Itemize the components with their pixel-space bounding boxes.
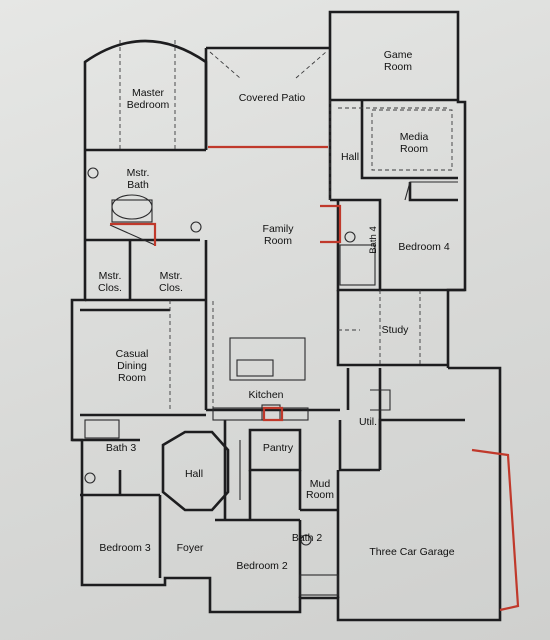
label-bath-2: Bath 2: [292, 532, 323, 544]
label-mstr-bath: Mstr.Bath: [127, 167, 150, 191]
label-pantry: Pantry: [263, 442, 294, 454]
label-bedroom-2: Bedroom 2: [236, 560, 288, 572]
red-markup: [110, 145, 520, 612]
label-hall-upper: Hall: [341, 151, 359, 163]
label-bedroom-3: Bedroom 3: [99, 542, 151, 554]
label-mstr-clos-left: Mstr.Clos.: [98, 270, 122, 294]
label-kitchen: Kitchen: [248, 389, 283, 401]
exterior-walls: [70, 10, 502, 622]
interior-walls: [72, 98, 465, 598]
label-mstr-clos-right: Mstr.Clos.: [159, 270, 183, 294]
label-foyer: Foyer: [177, 542, 204, 554]
detail-lines: [84, 40, 458, 596]
label-study: Study: [382, 324, 410, 336]
label-three-car-garage: Three Car Garage: [369, 546, 454, 558]
label-hall-center: Hall: [185, 468, 203, 480]
label-covered-patio: Covered Patio: [239, 92, 306, 104]
label-util: Util.: [359, 416, 377, 428]
label-bedroom-4: Bedroom 4: [398, 241, 450, 253]
label-bath-3: Bath 3: [106, 442, 137, 454]
label-bath-4: Bath 4: [368, 226, 379, 253]
